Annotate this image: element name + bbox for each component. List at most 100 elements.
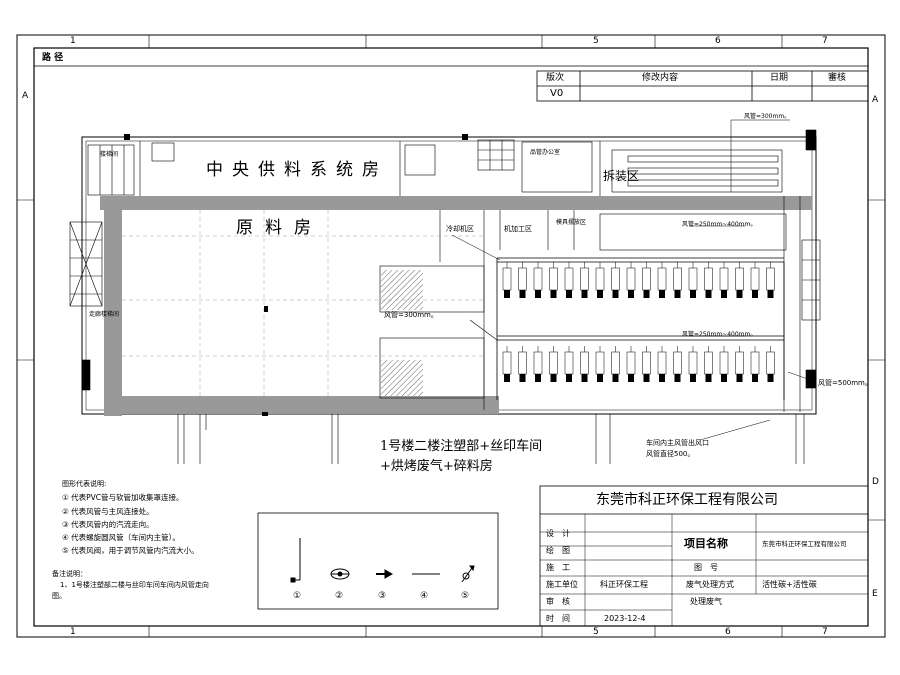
symbol-number-4: ④ bbox=[420, 591, 429, 601]
duct-size-label-row1: 风管=250mm~400mm。 bbox=[682, 221, 757, 228]
machining-area-label: 机加工区 bbox=[504, 225, 532, 233]
machine bbox=[518, 267, 527, 291]
machine bbox=[518, 351, 527, 375]
machine bbox=[719, 351, 729, 375]
tb-label-draw: 绘 图 bbox=[546, 546, 570, 555]
machine-hopper bbox=[736, 290, 743, 298]
machine bbox=[735, 351, 744, 375]
rev-header-version: 版次 bbox=[546, 73, 565, 83]
machine bbox=[564, 267, 574, 291]
tb-label-construct: 施 工 bbox=[546, 563, 570, 572]
machine-hopper bbox=[736, 374, 743, 382]
machine bbox=[766, 351, 775, 375]
legend-item-5: ⑤ 代表风阀，用于调节风管内汽流大小。 bbox=[62, 546, 199, 555]
machine bbox=[688, 351, 698, 375]
machine-hopper bbox=[535, 374, 541, 382]
col-label-7: 7 bbox=[822, 36, 828, 46]
machine-hopper bbox=[752, 374, 758, 382]
machine-row-bottom bbox=[502, 346, 775, 382]
duct-size-label-row2: 风管=250mm~400mm。 bbox=[682, 331, 757, 338]
machine bbox=[657, 351, 667, 375]
machine bbox=[611, 351, 620, 375]
machine bbox=[549, 351, 558, 375]
machine bbox=[688, 267, 698, 291]
machine-hopper bbox=[612, 374, 619, 382]
outlet-note-line1: 车间内主风管出风口 bbox=[646, 439, 709, 447]
machine-hopper bbox=[566, 290, 572, 298]
legend-item-2: ② 代表风管与主风连接处。 bbox=[62, 507, 154, 516]
machine bbox=[719, 267, 729, 291]
machine bbox=[533, 267, 543, 291]
machine-hopper bbox=[550, 374, 557, 382]
tb-value-date: 2023-12-4 bbox=[604, 614, 646, 623]
machine-hopper bbox=[705, 374, 712, 382]
col-label-5: 5 bbox=[593, 36, 599, 46]
machine bbox=[626, 267, 636, 291]
machine-hopper bbox=[721, 290, 727, 298]
symbol-number-1: ① bbox=[293, 591, 302, 601]
tb-project-name-value: 东莞市科正环保工程有限公司 bbox=[762, 540, 847, 548]
machine bbox=[750, 351, 760, 375]
machine bbox=[673, 351, 682, 375]
row-label-a-left: A bbox=[22, 91, 29, 101]
col-label-6: 6 bbox=[715, 36, 721, 46]
duct-size-label-outlet: 风管=500mm。 bbox=[818, 379, 872, 387]
machine bbox=[502, 351, 512, 375]
plan-title-line2: +烘烤废气+碎料房 bbox=[380, 459, 493, 474]
row-label-a-right: A bbox=[872, 95, 879, 105]
machine-hopper bbox=[566, 374, 572, 382]
machine bbox=[673, 267, 682, 291]
rev-header-date: 日期 bbox=[770, 73, 789, 83]
tb-project-name-label: 项目名称 bbox=[684, 537, 728, 550]
machine-hopper bbox=[597, 290, 603, 298]
company-name: 东莞市科正环保工程有限公司 bbox=[596, 492, 778, 508]
col-label-1: 1 bbox=[70, 36, 76, 46]
machine-hopper bbox=[628, 290, 634, 298]
row-label-d-right: D bbox=[872, 477, 879, 487]
tb-treated-label: 处理废气 bbox=[690, 597, 722, 606]
tb-label-review: 审 核 bbox=[546, 597, 570, 606]
plan-title-line1: 1号楼二楼注塑部+丝印车间 bbox=[380, 439, 543, 454]
rev-version-value: V0 bbox=[550, 88, 564, 99]
col-label-5-bottom: 5 bbox=[593, 627, 599, 637]
rev-header-review: 審核 bbox=[828, 73, 847, 83]
legend-item-4: ④ 代表螺旋圆风管（车间内主管）。 bbox=[62, 533, 180, 542]
machine bbox=[735, 267, 744, 291]
machine-hopper bbox=[535, 290, 541, 298]
machine-hopper bbox=[628, 374, 634, 382]
machine bbox=[564, 351, 574, 375]
symbol-number-3: ③ bbox=[378, 591, 387, 601]
raw-material-room-label: 原料房 bbox=[236, 218, 323, 238]
tb-label-date: 时 间 bbox=[546, 614, 570, 623]
machine bbox=[595, 351, 605, 375]
machine-hopper bbox=[504, 290, 510, 298]
machine bbox=[580, 351, 589, 375]
machine-hopper bbox=[767, 374, 774, 382]
machine-hopper bbox=[752, 290, 758, 298]
machine-row-top bbox=[502, 262, 775, 298]
col-label-1-bottom: 1 bbox=[70, 627, 76, 637]
legend-title: 图形代表说明: bbox=[62, 480, 107, 488]
machine bbox=[502, 267, 512, 291]
tb-value-contractor: 科正环保工程 bbox=[600, 580, 648, 589]
col-label-6-bottom: 6 bbox=[725, 627, 731, 637]
cooling-area-label: 冷却机区 bbox=[446, 225, 474, 233]
machine bbox=[580, 267, 589, 291]
machine-hopper bbox=[612, 290, 619, 298]
tb-label-contractor: 施工单位 bbox=[546, 580, 578, 589]
machine bbox=[750, 267, 760, 291]
notes-line1: 1、1号楼注塑部二楼与丝印车间车间内风管走向 bbox=[60, 581, 209, 589]
machine-hopper bbox=[674, 290, 681, 298]
machine-hopper bbox=[643, 374, 650, 382]
central-feed-room-label: 中央供料系统房 bbox=[206, 160, 388, 180]
machine-hopper bbox=[674, 374, 681, 382]
machine-hopper bbox=[504, 374, 510, 382]
rev-header-content: 修改内容 bbox=[642, 73, 679, 83]
machine bbox=[642, 351, 651, 375]
notes-title: 备注说明： bbox=[52, 570, 87, 578]
machine bbox=[595, 267, 605, 291]
machine-hopper bbox=[550, 290, 557, 298]
machine bbox=[704, 351, 713, 375]
tb-treatment-label: 废气处理方式 bbox=[686, 580, 734, 589]
